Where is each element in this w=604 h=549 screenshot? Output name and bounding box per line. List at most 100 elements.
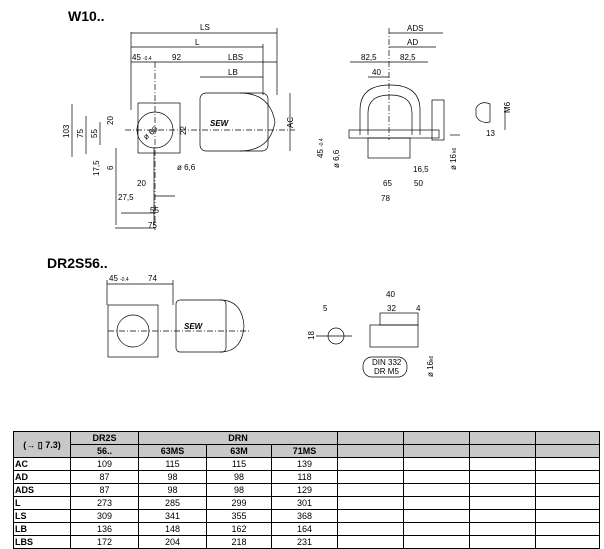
empty-cell (469, 470, 536, 484)
dim-b20: 20 (137, 179, 146, 188)
empty-cell (535, 522, 600, 536)
empty-cell (403, 470, 470, 484)
empty-cell (469, 457, 536, 471)
dim-LB: LB (228, 68, 238, 77)
row-label: L (13, 496, 71, 510)
dim-17-5: 17,5 (92, 160, 101, 176)
dim-40: 40 (372, 68, 381, 77)
dim-82-5-left: 82,5 (361, 53, 377, 62)
empty-cell (337, 483, 404, 497)
dim-75: 75 (76, 129, 85, 138)
dim-103: 103 (62, 124, 71, 138)
empty-cell (403, 535, 470, 549)
dim-b27-5: 27,5 (118, 193, 134, 202)
dimension-table: (→ ▯ 7.3) DR2S DRN 56.. 63MS 63M 71MS AC… (13, 431, 600, 549)
dim-phi60: ø 60 (142, 124, 160, 142)
row-label: LB (13, 522, 71, 536)
cell-value: 368 (271, 509, 338, 523)
dim-M6: M6 (503, 101, 512, 113)
dim-40-dr2s: 40 (386, 290, 395, 299)
row-label: LBS (13, 535, 71, 549)
cell-value: 109 (70, 457, 139, 471)
col-header: 63M (206, 444, 272, 458)
dim-55: 55 (90, 129, 99, 138)
empty-cell (403, 457, 470, 471)
dim-6: 6 (106, 165, 115, 170)
cell-value: 118 (271, 470, 338, 484)
empty-cell (535, 483, 600, 497)
empty-header (469, 431, 536, 445)
dim-phi6-6: ø 6,6 (177, 163, 196, 172)
empty-cell (337, 470, 404, 484)
dim-5: 5 (323, 304, 328, 313)
dr2s-views: 45 -0.4 74 SEW 5 18 40 32 4 DIN 332 DR M… (106, 274, 435, 378)
dim-ADS: ADS (407, 24, 423, 33)
col-header: 56.. (70, 444, 139, 458)
empty-cell (469, 522, 536, 536)
cell-value: 136 (70, 522, 139, 536)
dim-tol-dr2s: -0.4 (120, 277, 129, 283)
cell-value: 309 (70, 509, 139, 523)
empty-cell (535, 509, 600, 523)
dim-78: 78 (381, 194, 390, 203)
empty-cell (403, 496, 470, 510)
empty-cell (337, 535, 404, 549)
empty-cell (469, 535, 536, 549)
dim-74: 74 (148, 274, 157, 283)
group-drn: DRN (138, 431, 338, 445)
cell-value: 148 (138, 522, 207, 536)
empty-cell (337, 522, 404, 536)
cell-value: 98 (206, 470, 272, 484)
cell-value: 98 (138, 470, 207, 484)
dim-45: 45 (132, 53, 141, 62)
dim-82-5-right: 82,5 (400, 53, 416, 62)
empty-cell (337, 457, 404, 471)
cell-value: 218 (206, 535, 272, 549)
dim-20: 20 (106, 116, 115, 125)
din-label-1: DIN 332 (372, 358, 402, 367)
cell-value: 87 (70, 470, 139, 484)
empty-cell (337, 496, 404, 510)
dim-13: 13 (486, 129, 495, 138)
dim-65: 65 (383, 179, 392, 188)
row-label: LS (13, 509, 71, 523)
cell-value: 139 (271, 457, 338, 471)
empty-cell (403, 522, 470, 536)
dim-phi16-dr2s: ø 16 (426, 360, 435, 377)
empty-cell (469, 496, 536, 510)
row-label: AD (13, 470, 71, 484)
cell-value: 285 (138, 496, 207, 510)
w10-side-view: LS L 45 -0.4 92 LBS LB 103 75 55 20 22 ø… (62, 23, 295, 230)
dim-LS: LS (200, 23, 210, 32)
empty-cell (337, 509, 404, 523)
empty-header (469, 444, 536, 458)
dim-b55: 55 (150, 206, 159, 215)
dr2s-title: DR2S56.. (47, 255, 108, 271)
brand-sew-dr2s: SEW (184, 322, 204, 331)
brand-sew: SEW (210, 119, 230, 128)
dim-AD: AD (407, 38, 418, 47)
dim-92: 92 (172, 53, 181, 62)
empty-header (535, 444, 600, 458)
cell-value: 341 (138, 509, 207, 523)
dim-tol-front: -0.4 (319, 138, 325, 147)
cell-value: 115 (206, 457, 272, 471)
empty-cell (535, 470, 600, 484)
dim-LBS: LBS (228, 53, 243, 62)
col-header: 71MS (271, 444, 338, 458)
dim-18: 18 (307, 331, 316, 340)
row-label: AC (13, 457, 71, 471)
cell-value: 162 (206, 522, 272, 536)
empty-header (403, 431, 470, 445)
dim-L: L (195, 38, 200, 47)
empty-cell (535, 496, 600, 510)
cell-value: 115 (138, 457, 207, 471)
dim-phi6-6-front: ø 6,6 (332, 149, 341, 168)
cell-value: 87 (70, 483, 139, 497)
